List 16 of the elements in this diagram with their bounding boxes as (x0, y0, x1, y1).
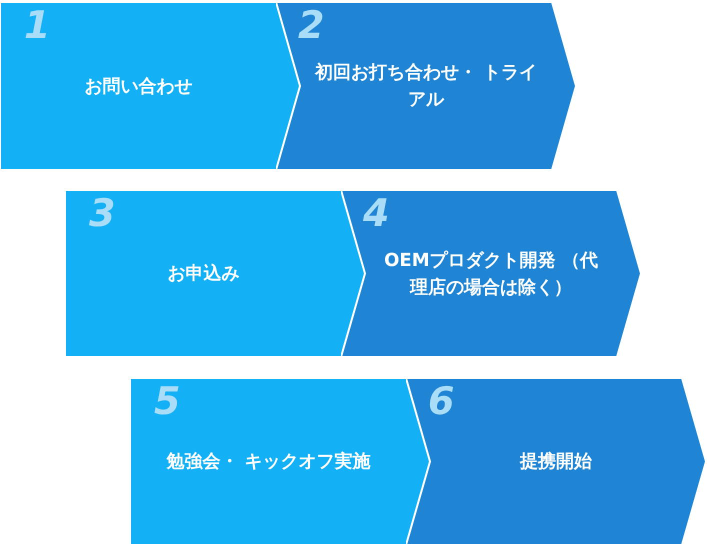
step-label: 提携開始 (518, 450, 593, 474)
step-label: お問い合わせ (84, 74, 194, 98)
chevron-step (341, 190, 641, 357)
step-number: 2 (298, 6, 324, 44)
step-label: OEMプロダクト開発 （代理店の場合は除く） (383, 248, 599, 300)
chevron-step (130, 378, 431, 545)
step-number: 6 (428, 382, 454, 420)
step-label: 勉強会・ キックオフ実施 (165, 450, 372, 474)
step-label: 初回お打ち合わせ・ トライアル (314, 61, 538, 112)
step-number: 3 (89, 194, 116, 232)
step-label: お申込み (166, 262, 240, 286)
step-number: 5 (154, 382, 180, 420)
chevron-step (276, 2, 576, 170)
step-number: 4 (363, 194, 390, 232)
chevron-step (406, 378, 706, 545)
step-number: 1 (24, 6, 50, 44)
